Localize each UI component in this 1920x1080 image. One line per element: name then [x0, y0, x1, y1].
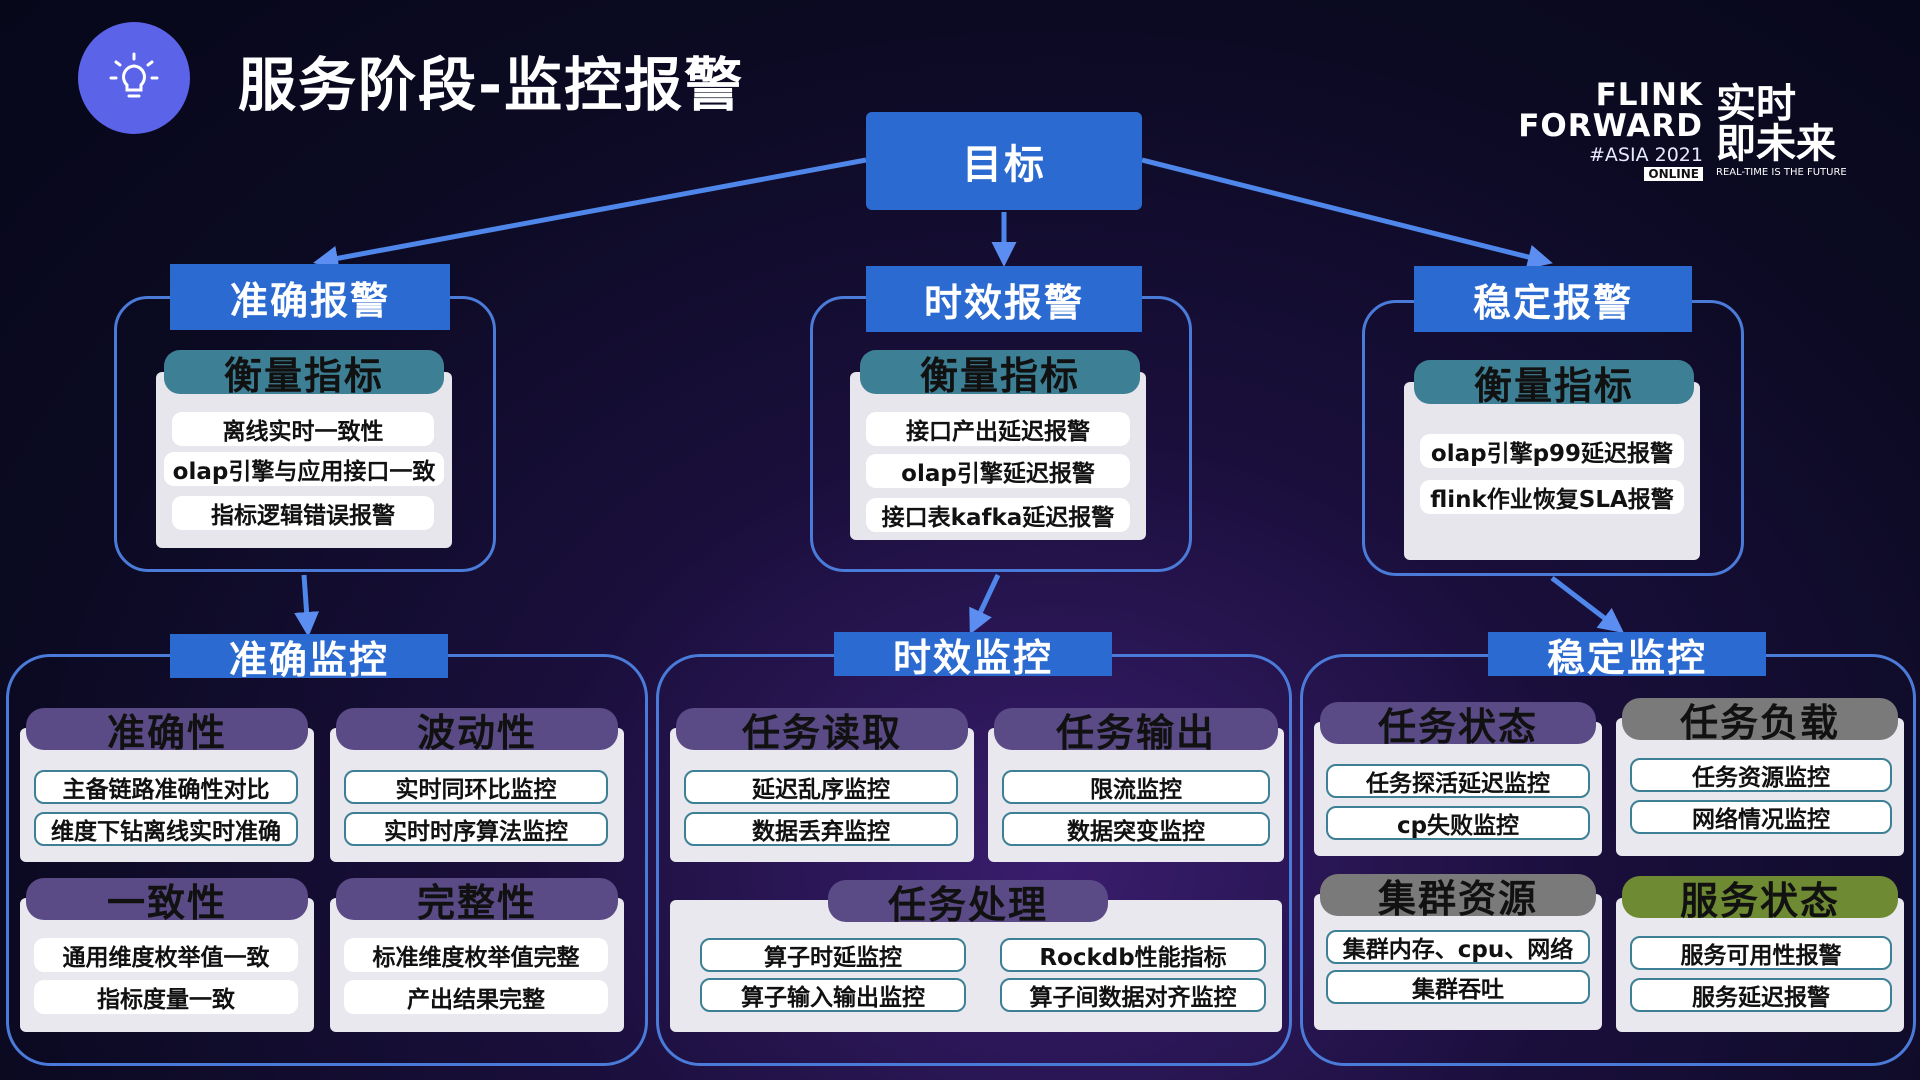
page-title: 服务阶段-监控报警	[238, 51, 745, 119]
accuracy-monitor-title: 准确监控	[170, 634, 448, 682]
accuracy-alert-title: 准确报警	[170, 264, 450, 330]
monitor-item: 限流监控	[1002, 770, 1270, 804]
monitor-item: 数据突变监控	[1002, 812, 1270, 846]
monitor-item: 维度下钻离线实时准确	[34, 812, 298, 846]
monitor-item: Rockdb性能指标	[1000, 938, 1266, 972]
card-task-load-title: 任务负载	[1622, 698, 1898, 745]
monitor-item: 实时时序算法监控	[344, 812, 608, 846]
monitor-item: 任务资源监控	[1630, 758, 1892, 792]
monitor-item: 通用维度枚举值一致	[34, 938, 298, 972]
arrow-timeliness-alert-to-monitor	[969, 573, 1001, 635]
monitor-item: 算子时延监控	[700, 938, 966, 972]
logo-line-4: ONLINE	[1644, 167, 1703, 181]
lightbulb-badge	[78, 22, 190, 134]
stability-metric-item: olap引擎p99延迟报警	[1420, 434, 1684, 468]
timeliness-alert-title: 时效报警	[866, 266, 1142, 332]
monitor-item: 延迟乱序监控	[684, 770, 958, 804]
card-volatility-title: 波动性	[336, 708, 618, 755]
monitor-item: 产出结果完整	[344, 980, 608, 1014]
monitor-item: 服务可用性报警	[1630, 936, 1892, 970]
card-task-read-title: 任务读取	[676, 708, 968, 755]
arrow-goal-to-accuracy	[313, 157, 867, 271]
logo-cn-2: 即未来	[1716, 121, 1836, 167]
monitor-item: 算子间数据对齐监控	[1000, 978, 1266, 1012]
monitor-item: 标准维度枚举值完整	[344, 938, 608, 972]
monitor-item: 服务延迟报警	[1630, 978, 1892, 1012]
flink-forward-logo: FLINK FORWARD #ASIA 2021 ONLINE	[1508, 80, 1703, 181]
timeliness-metric-item: 接口产出延迟报警	[866, 412, 1130, 446]
lightbulb-icon	[109, 52, 159, 98]
card-task-output-title: 任务输出	[994, 708, 1278, 755]
realtime-future-logo: 实时 即未来 REAL-TIME IS THE FUTURE	[1716, 84, 1896, 178]
arrow-stability-alert-to-monitor	[1550, 576, 1624, 634]
logo-line-1: FLINK	[1595, 77, 1703, 113]
card-completeness-title: 完整性	[336, 878, 618, 925]
timeliness-metric-title: 衡量指标	[860, 350, 1140, 398]
logo-cn-1: 实时	[1716, 81, 1796, 127]
timeliness-monitor-title: 时效监控	[834, 632, 1112, 680]
accuracy-metric-item: 指标逻辑错误报警	[172, 496, 434, 530]
monitor-item: 实时同环比监控	[344, 770, 608, 804]
timeliness-metric-item: olap引擎延迟报警	[866, 454, 1130, 488]
card-consistency-title: 一致性	[26, 878, 308, 925]
logo-line-2: FORWARD	[1518, 108, 1703, 144]
card-task-process-title: 任务处理	[828, 880, 1108, 927]
goal-box: 目标	[866, 112, 1142, 210]
card-accuracy-title: 准确性	[26, 708, 308, 755]
accuracy-metric-title: 衡量指标	[164, 350, 444, 398]
card-task-status-title: 任务状态	[1320, 702, 1596, 749]
arrow-accuracy-alert-to-monitor	[294, 574, 320, 637]
monitor-item: 任务探活延迟监控	[1326, 764, 1590, 798]
monitor-item: 集群吞吐	[1326, 970, 1590, 1004]
monitor-item: cp失败监控	[1326, 806, 1590, 840]
accuracy-metric-item: 离线实时一致性	[172, 412, 434, 446]
monitor-item: 集群内存、cpu、网络	[1326, 930, 1590, 964]
stability-alert-title: 稳定报警	[1414, 266, 1692, 332]
card-service-status-title: 服务状态	[1622, 876, 1898, 923]
logo-line-3: #ASIA 2021	[1589, 144, 1703, 166]
monitor-item: 网络情况监控	[1630, 800, 1892, 834]
stability-monitor-title: 稳定监控	[1488, 632, 1766, 680]
monitor-item: 数据丢弃监控	[684, 812, 958, 846]
monitor-item: 指标度量一致	[34, 980, 298, 1014]
card-cluster-resource-title: 集群资源	[1320, 874, 1596, 921]
arrow-goal-to-stability	[1141, 157, 1553, 270]
stability-metric-item: flink作业恢复SLA报警	[1420, 480, 1684, 514]
monitor-item: 主备链路准确性对比	[34, 770, 298, 804]
accuracy-metric-item: olap引擎与应用接口一致	[164, 452, 444, 486]
stability-metric-title: 衡量指标	[1414, 360, 1694, 408]
stability-metric-panel	[1404, 382, 1700, 560]
monitor-item: 算子输入输出监控	[700, 978, 966, 1012]
timeliness-metric-item: 接口表kafka延迟报警	[866, 498, 1130, 532]
logo-tagline: REAL-TIME IS THE FUTURE	[1716, 167, 1847, 178]
